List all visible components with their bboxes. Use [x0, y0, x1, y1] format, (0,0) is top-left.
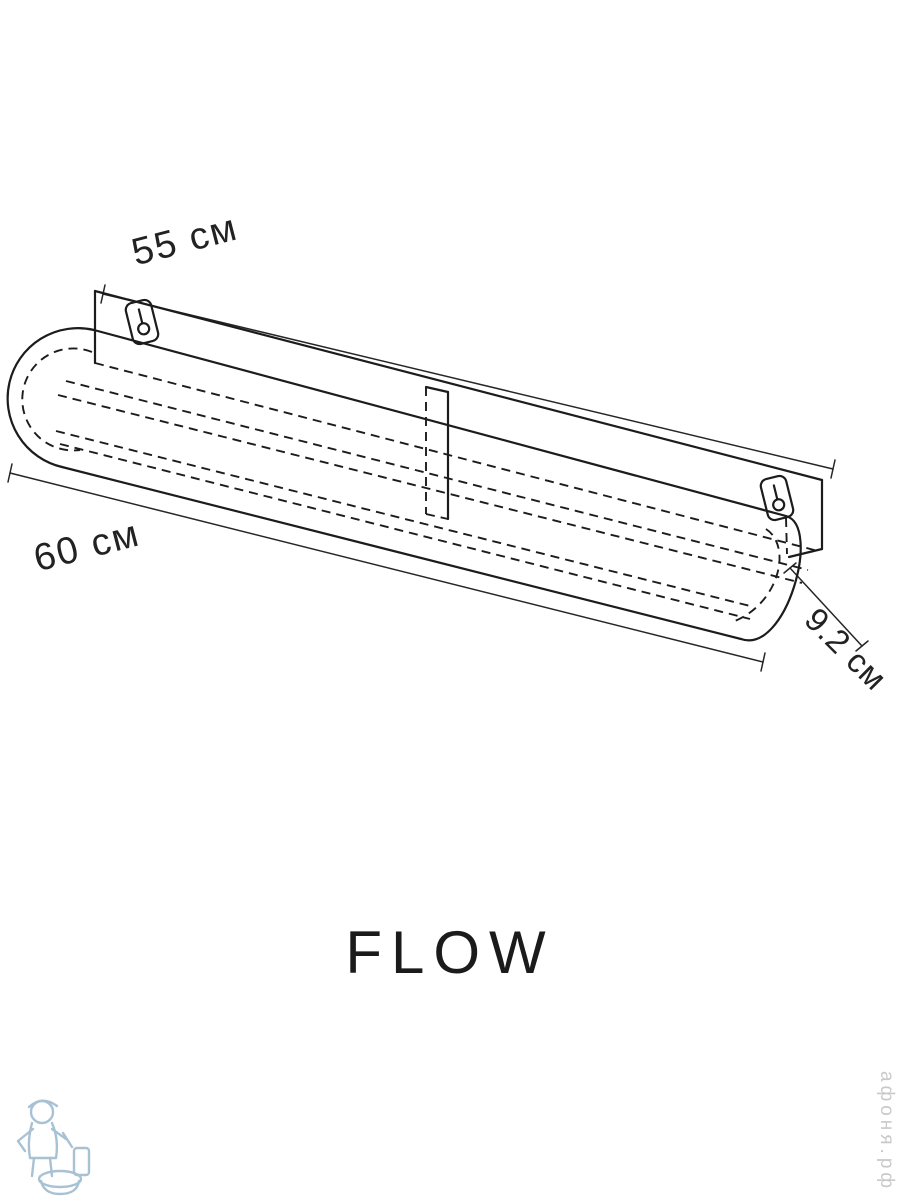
toilet-tank — [72, 1146, 91, 1177]
inner-back-edge — [65, 380, 809, 571]
dimension-line — [9, 472, 764, 663]
mascot-cap-icon — [27, 1099, 59, 1109]
dimension-line — [789, 567, 863, 647]
keyhole-hanger-right — [759, 474, 795, 522]
keyhole-icon — [772, 498, 786, 512]
shelf-hidden-edges — [21, 347, 819, 622]
right-cap-inner-arc — [734, 528, 781, 622]
divider-bottom-hidden-edge — [425, 513, 449, 520]
inner-front-edge — [55, 430, 755, 608]
back-panel-top-edge — [93, 289, 824, 482]
front-top-rim — [92, 328, 788, 518]
right-rounded-cap — [739, 514, 802, 642]
dimension-tick — [855, 640, 869, 652]
mascot-body — [27, 1121, 59, 1160]
toilet-bowl — [39, 1179, 81, 1196]
mascot-legs — [30, 1156, 54, 1178]
dimension-line — [102, 293, 834, 470]
dimension-label-bottom-length: 60 см — [29, 513, 144, 581]
dimension-tick — [760, 652, 766, 672]
dimension-top-width: 55 см — [100, 207, 836, 479]
back-panel-bottom-right-edge — [787, 547, 824, 559]
keyhole-slot — [137, 308, 144, 325]
toilet-bowl-rim — [37, 1169, 83, 1189]
inner-shelf-edge — [57, 394, 803, 584]
bottom-outer-edge — [60, 465, 743, 641]
keyhole-icon — [137, 322, 151, 336]
back-panel-bottom-hidden — [94, 362, 819, 552]
dimension-tick — [783, 562, 797, 574]
dimension-tick — [830, 459, 836, 479]
shelf-outline — [6, 289, 824, 642]
hanger-plate — [759, 474, 795, 522]
site-watermark-text: афоня.рф — [876, 1070, 897, 1192]
plumber-mascot-logo — [16, 1099, 91, 1196]
inner-bottom-edge — [59, 443, 751, 620]
hanger-plate — [124, 298, 160, 346]
dimension-label-depth: 9.2 см — [798, 600, 895, 697]
keyhole-slot — [772, 484, 779, 501]
dimension-tick — [7, 463, 13, 483]
wrench-icon — [61, 1131, 74, 1149]
right-end-hidden-edge — [785, 517, 788, 555]
left-cap-inner-arc — [21, 347, 93, 452]
product-title: FLOW — [345, 919, 555, 986]
mascot-left-arm — [16, 1127, 35, 1153]
keyhole-hanger-left — [124, 298, 160, 346]
left-rounded-cap — [6, 327, 96, 469]
dimension-label-top-width: 55 см — [127, 207, 242, 275]
mascot-right-arm — [50, 1127, 68, 1141]
divider-top-edge — [424, 385, 450, 394]
dimension-bottom-length: 60 см — [7, 463, 766, 672]
